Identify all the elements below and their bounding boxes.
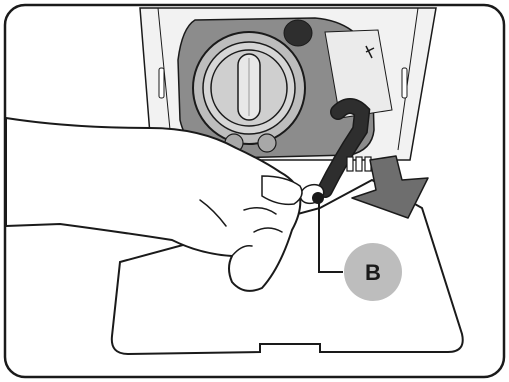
filter-cap-icon [193,32,305,144]
callout-badge: B [344,243,402,301]
callout-label: B [365,260,381,285]
screw-right [258,134,276,152]
housing-top-knob [284,20,312,46]
housing-vent-slots [347,157,371,171]
